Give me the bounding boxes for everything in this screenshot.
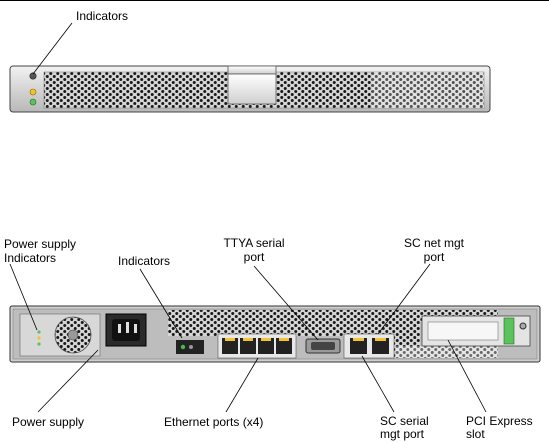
- power-supply-indicators-line-2: Indicators: [4, 251, 57, 265]
- sc-net-mgt-port-line-2: port: [423, 250, 445, 264]
- sc-net-mgt-port-line-1: SC net mgt: [403, 236, 465, 250]
- power-supply-label: Power supply: [12, 415, 85, 429]
- ac-power-inlet: [105, 313, 147, 347]
- sc-serial-mgt-port-line-1: SC serial: [380, 414, 429, 428]
- page-top-rule: [0, 0, 549, 1]
- sc-net-mgt-port-label: SC net mgt port: [392, 236, 476, 264]
- pci-express-slot-line-1: PCI Express: [466, 414, 533, 428]
- sc-serial-mgt-port-label: SC serial mgt port: [380, 415, 429, 441]
- ttya-serial-connector: [305, 338, 341, 354]
- front-panel: [9, 22, 491, 113]
- rear-indicators-label: Indicators: [118, 254, 171, 268]
- power-supply-fan: [19, 313, 101, 357]
- ttya-serial-port-line-2: port: [243, 250, 265, 264]
- front-indicator-leds: [29, 72, 37, 106]
- rear-indicator-block: [176, 340, 204, 354]
- pci-express-slot-label: PCI Express slot: [466, 415, 533, 441]
- rear-leader-lines: [9, 263, 487, 413]
- ethernet-ports: [217, 333, 297, 359]
- front-indicators-label: Indicators: [76, 9, 129, 23]
- sc-mgt-ports: [343, 333, 395, 359]
- rear-panel: [9, 305, 541, 363]
- power-supply-indicators-line-1: Power supply: [4, 237, 77, 251]
- ethernet-ports-label: Ethernet ports (x4): [164, 415, 264, 429]
- power-supply-indicators-label: Power supply Indicators: [4, 237, 76, 265]
- ttya-serial-port-line-1: TTYA serial: [223, 236, 285, 250]
- front-indicators-leader: [32, 22, 73, 75]
- pci-express-slot: [421, 315, 531, 347]
- ttya-serial-port-label: TTYA serial port: [214, 236, 294, 264]
- sc-serial-mgt-port-line-2: mgt port: [380, 427, 425, 441]
- pci-express-slot-line-2: slot: [466, 427, 485, 441]
